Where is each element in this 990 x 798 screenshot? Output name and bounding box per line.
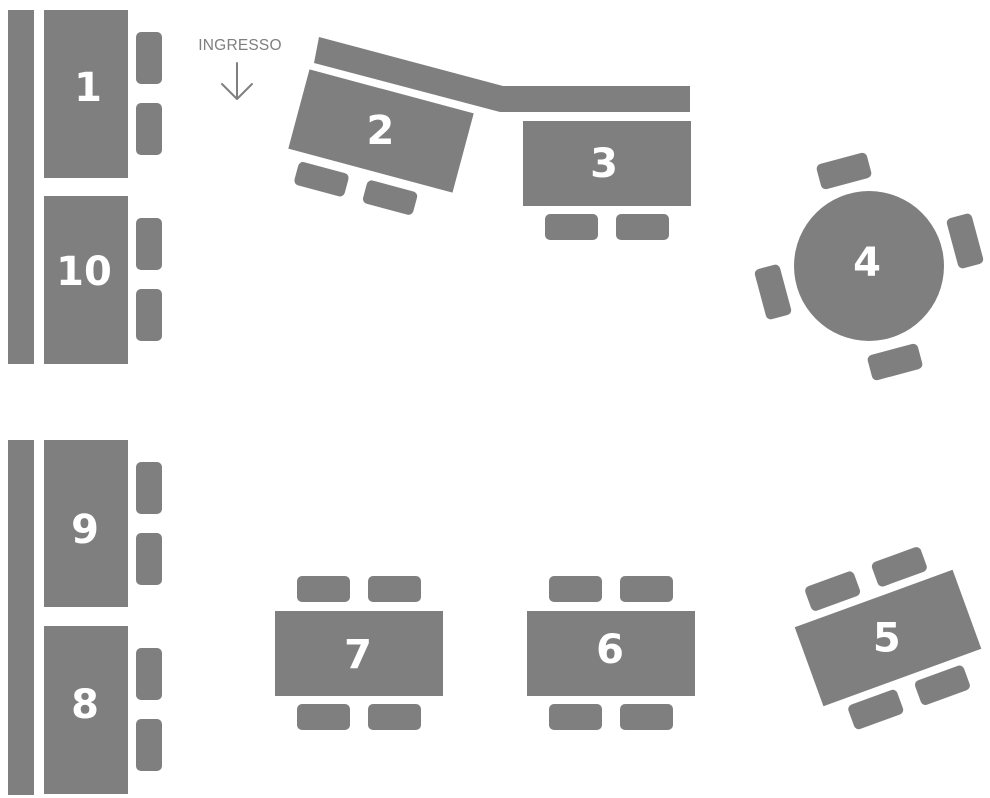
table-5[interactable]: 5 xyxy=(783,538,990,738)
chair xyxy=(871,547,927,587)
table-number: 4 xyxy=(853,240,881,286)
chair xyxy=(545,214,598,240)
table-number: 3 xyxy=(590,141,618,187)
chair xyxy=(136,462,162,514)
chair xyxy=(294,162,349,197)
chair xyxy=(848,689,904,730)
table-top xyxy=(523,121,691,206)
table-6[interactable]: 6 xyxy=(527,576,695,730)
entrance-arrow-icon xyxy=(221,62,253,100)
chair xyxy=(816,152,872,190)
table-top xyxy=(44,196,128,364)
chair xyxy=(136,32,162,84)
table-top xyxy=(794,191,944,341)
table-3[interactable]: 3 xyxy=(523,121,691,240)
chair xyxy=(136,103,162,155)
chair xyxy=(867,343,923,381)
chair xyxy=(549,704,602,730)
chair xyxy=(297,704,350,730)
table-top xyxy=(44,10,128,178)
chair xyxy=(754,264,792,320)
chair xyxy=(136,719,162,771)
table-2[interactable]: 2 xyxy=(280,69,474,224)
table-7[interactable]: 7 xyxy=(275,576,443,730)
table-number: 2 xyxy=(367,108,395,154)
left-wall-upper xyxy=(8,10,34,364)
bar-counter xyxy=(314,37,690,112)
table-top xyxy=(275,611,443,696)
chair xyxy=(946,213,984,269)
chair xyxy=(136,218,162,270)
chair xyxy=(136,533,162,585)
chair xyxy=(362,180,418,215)
table-top xyxy=(288,69,474,193)
table-number: 8 xyxy=(71,682,99,728)
entrance-label: INGRESSO xyxy=(198,37,281,54)
table-number: 7 xyxy=(344,632,372,678)
walls xyxy=(8,10,690,795)
table-9[interactable]: 9 xyxy=(44,440,162,607)
table-top xyxy=(794,569,982,707)
table-4[interactable]: 4 xyxy=(754,152,985,382)
entrance-marker: INGRESSO xyxy=(198,37,282,100)
chair xyxy=(297,576,350,602)
chair xyxy=(914,665,970,705)
table-8[interactable]: 8 xyxy=(44,626,162,794)
table-top xyxy=(527,611,695,696)
chair xyxy=(620,704,673,730)
chair xyxy=(805,571,861,611)
chair xyxy=(616,214,669,240)
table-number: 5 xyxy=(873,616,901,662)
table-top xyxy=(44,440,128,607)
table-number: 10 xyxy=(56,249,112,295)
chair xyxy=(136,289,162,341)
table-number: 1 xyxy=(74,65,102,111)
table-1[interactable]: 1 xyxy=(44,10,162,178)
chair xyxy=(368,576,421,602)
left-wall-lower xyxy=(8,440,34,795)
chair xyxy=(620,576,673,602)
chair xyxy=(368,704,421,730)
table-number: 6 xyxy=(596,627,624,673)
chair xyxy=(549,576,602,602)
table-10[interactable]: 10 xyxy=(44,196,162,364)
chair xyxy=(136,648,162,700)
table-number: 9 xyxy=(71,507,99,553)
table-top xyxy=(44,626,128,794)
